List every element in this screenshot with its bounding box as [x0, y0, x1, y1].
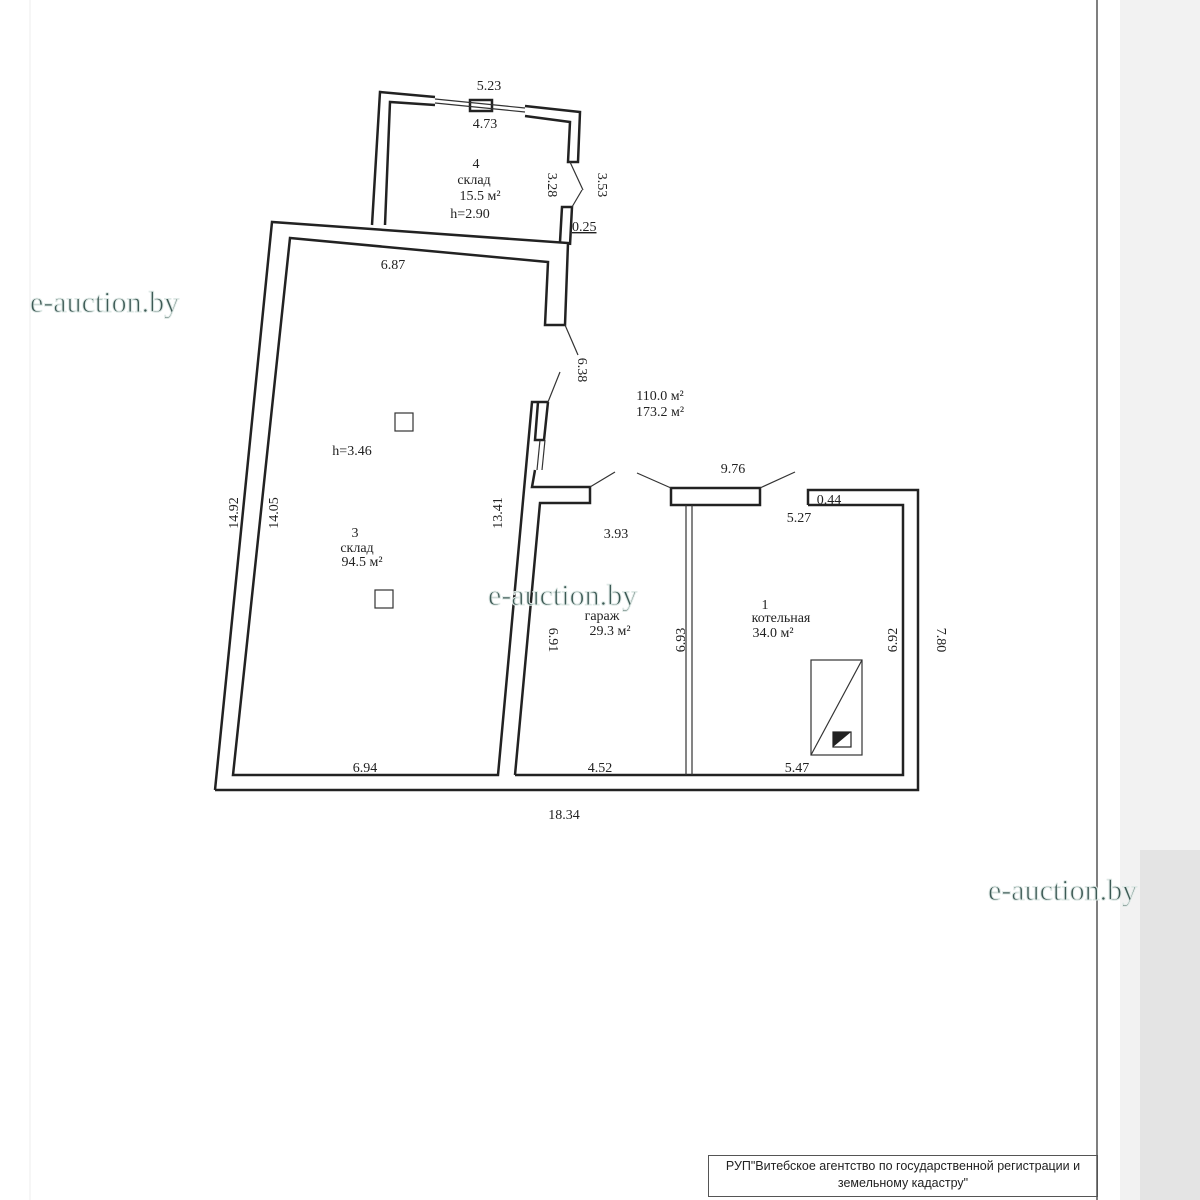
dim-label: 6.87	[381, 258, 406, 273]
room-name: склад	[340, 541, 373, 556]
dim-label: 6.92	[886, 628, 901, 653]
room-4-walls	[370, 90, 584, 246]
dim-label: 0.44	[817, 493, 842, 508]
boiler	[810, 659, 863, 756]
room-area: 34.0 м²	[752, 626, 793, 641]
room-name: котельная	[752, 611, 811, 626]
title-block-line: РУП"Витебское агентство по государственн…	[725, 1159, 1081, 1173]
dim-label: 0.25	[572, 220, 597, 235]
dim-label: 3.93	[604, 527, 629, 542]
room-area: 29.3 м²	[589, 624, 630, 639]
room-name: склад	[457, 173, 490, 188]
dim-label: 3.53	[594, 173, 609, 198]
watermark: e-auction.by	[30, 286, 179, 319]
dim-label: 6.94	[353, 761, 378, 776]
dim-label: 4.73	[473, 117, 498, 132]
room-name: гараж	[585, 609, 620, 624]
watermark: e-auction.by	[988, 874, 1137, 907]
dim-label: 6.38	[574, 358, 589, 383]
scan-shadow	[1140, 850, 1200, 1200]
dim-label: 5.23	[477, 79, 502, 94]
room-number: 1	[762, 598, 769, 613]
room-number: 3	[352, 526, 359, 541]
watermark: e-auction.by	[488, 579, 637, 612]
dim-label: 13.41	[491, 497, 506, 529]
dim-label: 6.93	[674, 628, 689, 653]
room-3-walls	[213, 220, 592, 791]
title-block-line: земельному кадастру"	[837, 1176, 969, 1190]
dim-label: 6.91	[545, 628, 560, 653]
room-height: h=3.46	[332, 444, 371, 459]
room-number: 4	[473, 157, 480, 172]
dim-label: 9.76	[721, 462, 746, 477]
total-area: 173.2 м²	[636, 405, 684, 420]
main-area: 110.0 м²	[636, 389, 684, 404]
rooms-1-2-walls	[215, 471, 920, 792]
column	[394, 412, 414, 432]
room-height: h=2.90	[450, 207, 489, 222]
dim-label: 18.34	[548, 808, 580, 823]
title-block: РУП"Витебское агентство по государственн…	[708, 1155, 1098, 1197]
dim-label: 4.52	[588, 761, 613, 776]
dim-label: 14.05	[267, 497, 282, 529]
column	[374, 589, 394, 609]
dim-label: 7.80	[933, 628, 948, 653]
room-area: 94.5 м²	[341, 555, 382, 570]
dim-label: 14.92	[227, 497, 242, 529]
dim-label: 5.27	[787, 511, 812, 526]
window-pier	[468, 98, 494, 113]
room-area: 15.5 м²	[459, 189, 500, 204]
dim-label: 5.47	[785, 761, 810, 776]
dim-label: 3.28	[544, 173, 559, 198]
